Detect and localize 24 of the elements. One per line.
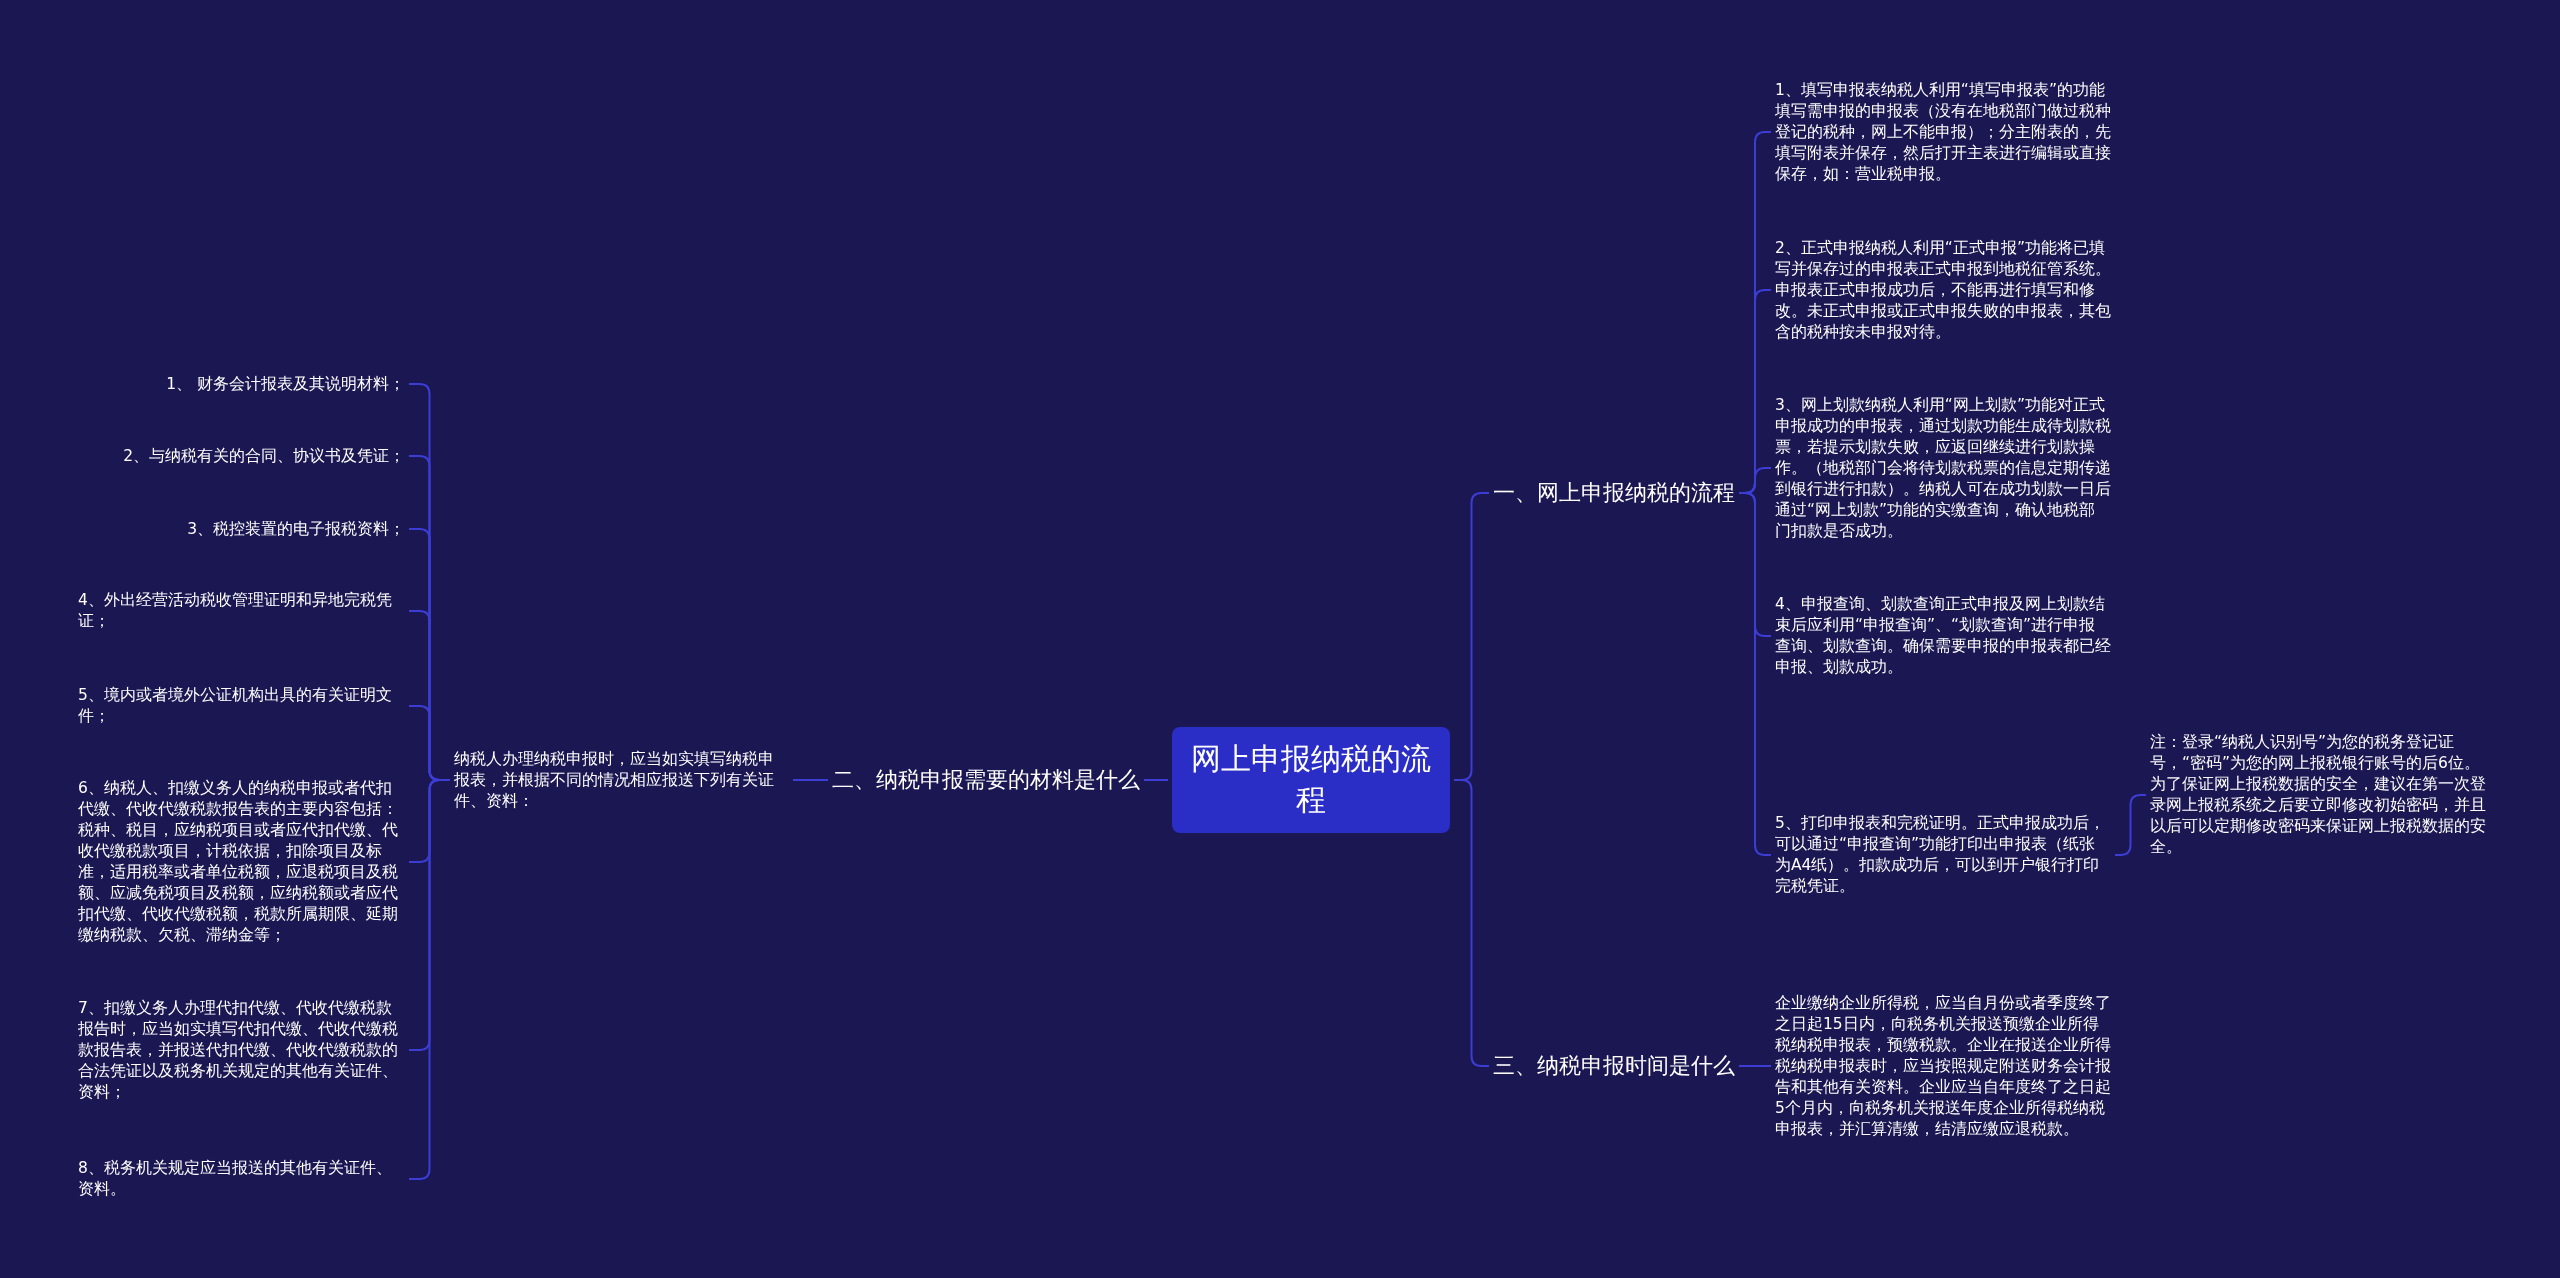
branch-topic: 三、纳税申报时间是什么 xyxy=(1493,1051,1735,1081)
list-item-text: 2、与纳税有关的合同、协议书及凭证； xyxy=(60,445,405,467)
list-item-text: 8、税务机关规定应当报送的其他有关证件、资料。 xyxy=(78,1158,405,1200)
list-item-text: 1、 财务会计报表及其说明材料； xyxy=(60,373,405,395)
central-topic-box: 网上申报纳税的流程 xyxy=(1172,727,1450,833)
list-item-text: 6、纳税人、扣缴义务人的纳税申报或者代扣代缴、代收代缴税款报告表的主要内容包括：税种、税目，应纳税项目或者应代扣代缴、代收代缴税款项目，计税依据，扣除项目及标准，适用税率或者单位税额，应退税项目及税额、应减免税项目及税额，应纳税额或者应代扣代缴、代收代缴税额，税款所属期限、延期缴纳税款、欠税、滞纳金等； xyxy=(78,778,405,946)
connector-line xyxy=(1143,779,1169,781)
note-text: 1、填写申报表纳税人利用“填写申报表”的功能填写需申报的申报表（没有在地税部门做过税种登记的税种，网上不能申报）；分主附表的，先填写附表并保存，然后打开主表进行编辑或直接保存，如：营业税申报。 xyxy=(1775,79,2111,185)
list-item-text: 5、境内或者境外公证机构出具的有关证明文件； xyxy=(78,685,405,727)
list-item-text: 4、外出经营活动税收管理证明和异地完税凭证； xyxy=(78,590,405,632)
branch-topic: 一、网上申报纳税的流程 xyxy=(1493,478,1735,508)
connector-line xyxy=(1738,1065,1772,1067)
connector-line xyxy=(792,779,829,781)
note-text: 3、网上划款纳税人利用“网上划款”功能对正式申报成功的申报表，通过划款功能生成待划款税票，若提示划款失败，应返回继续进行划款操作。（地税部门会将待划款税票的信息定期传递到银行进行扣款）。纳税人可在成功划款一日后通过“网上划款”功能的实缴查询，确认地税部门扣款是否成功。 xyxy=(1775,394,2111,542)
list-item-text: 7、扣缴义务人办理代扣代缴、代收代缴税款报告时，应当如实填写代扣代缴、代收代缴税款报告表，并报送代扣代缴、代收代缴税款的合法凭证以及税务机关规定的其他有关证件、资料； xyxy=(78,997,405,1103)
note-text: 纳税人办理纳税申报时，应当如实填写纳税申报表，并根据不同的情况相应报送下列有关证件、资料： xyxy=(454,748,789,812)
note-text: 2、正式申报纳税人利用“正式申报”功能将已填写并保存过的申报表正式申报到地税征管系统。申报表正式申报成功后，不能再进行填写和修改。未正式申报或正式申报失败的申报表，其包含的税种按未申报对待。 xyxy=(1775,237,2111,343)
note-text: 5、打印申报表和完税证明。正式申报成功后，可以通过“申报查询”功能打印出申报表（纸张为A4纸）。扣款成功后，可以到开户银行打印完税凭证。 xyxy=(1775,813,2111,897)
branch-topic: 二、纳税申报需要的材料是什么 xyxy=(832,765,1140,795)
note-text: 企业缴纳企业所得税，应当自月份或者季度终了之日起15日内，向税务机关报送预缴企业所得税纳税申报表，预缴税款。企业在报送企业所得税纳税申报表时，应当按照规定附送财务会计报告和其他有关资料。企业应当自年度终了之日起5个月内，向税务机关报送年度企业所得税纳税申报表，并汇算清缴，结清应缴应退税款。 xyxy=(1775,992,2111,1140)
note-text: 4、申报查询、划款查询正式申报及网上划款结束后应利用“申报查询”、“划款查询”进行申报查询、划款查询。确保需要申报的申报表都已经申报、划款成功。 xyxy=(1775,594,2111,678)
note-text: 注：登录“纳税人识别号”为您的税务登记证号，“密码”为您的网上报税银行账号的后6位。为了保证网上报税数据的安全，建议在第一次登录网上报税系统之后要立即修改初始密码，并且以后可以定期修改密码来保证网上报税数据的安全。 xyxy=(2150,732,2486,858)
list-item-text: 3、税控装置的电子报税资料； xyxy=(60,518,405,540)
connector-line xyxy=(2114,794,2147,856)
